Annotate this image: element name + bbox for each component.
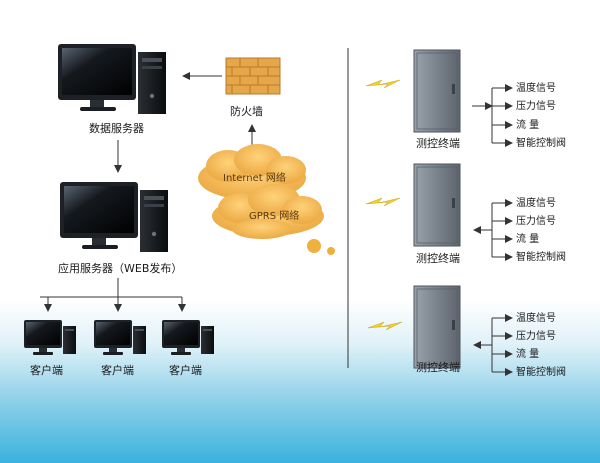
gprs-label: GPRS 网络	[249, 211, 300, 222]
signal-temperature: 温度信号	[516, 198, 556, 209]
cloud-bubble-large	[307, 239, 321, 253]
signal-valve: 智能控制阀	[516, 252, 566, 263]
signal-valve: 智能控制阀	[516, 367, 566, 378]
client-2-label: 客户端	[101, 364, 134, 377]
signal-arrows-1	[472, 84, 513, 147]
wireless-bolt-icon	[365, 79, 401, 89]
app-server-label: 应用服务器（WEB发布）	[58, 262, 183, 275]
signal-temperature: 温度信号	[516, 313, 556, 324]
wireless-bolt-icon	[367, 321, 403, 331]
terminal-cabinet-icon	[413, 49, 461, 133]
signal-flow: 流 量	[516, 349, 540, 360]
firewall-icon	[225, 57, 281, 95]
signal-valve: 智能控制阀	[516, 138, 566, 149]
client-3-label: 客户端	[169, 364, 202, 377]
terminal-2-label: 测控终端	[416, 252, 460, 265]
data-server-label: 数据服务器	[89, 122, 144, 135]
signal-arrows-3	[473, 314, 513, 376]
signal-pressure: 压力信号	[516, 101, 556, 112]
client-1-label: 客户端	[30, 364, 63, 377]
signal-flow: 流 量	[516, 120, 540, 131]
signal-pressure: 压力信号	[516, 216, 556, 227]
internet-label: Internet 网络	[223, 173, 286, 184]
client-distribution-lines	[40, 278, 186, 312]
client-2-icon	[94, 320, 146, 355]
terminal-cabinet-icon	[413, 163, 461, 247]
firewall-label: 防火墙	[230, 105, 263, 118]
signal-temperature: 温度信号	[516, 83, 556, 94]
terminal-3-label: 测控终端	[416, 361, 460, 374]
signal-arrows-2	[473, 199, 513, 261]
client-3-icon	[162, 320, 214, 355]
app-server-icon	[60, 182, 168, 252]
terminal-cabinet-icon	[413, 285, 461, 369]
gprs-cloud-icon	[212, 184, 324, 239]
signal-flow: 流 量	[516, 234, 540, 245]
cloud-bubble-small	[327, 247, 335, 255]
client-1-icon	[24, 320, 76, 355]
signal-pressure: 压力信号	[516, 331, 556, 342]
data-server-icon	[58, 44, 166, 114]
terminal-1-label: 测控终端	[416, 137, 460, 150]
wireless-bolt-icon	[365, 197, 401, 207]
